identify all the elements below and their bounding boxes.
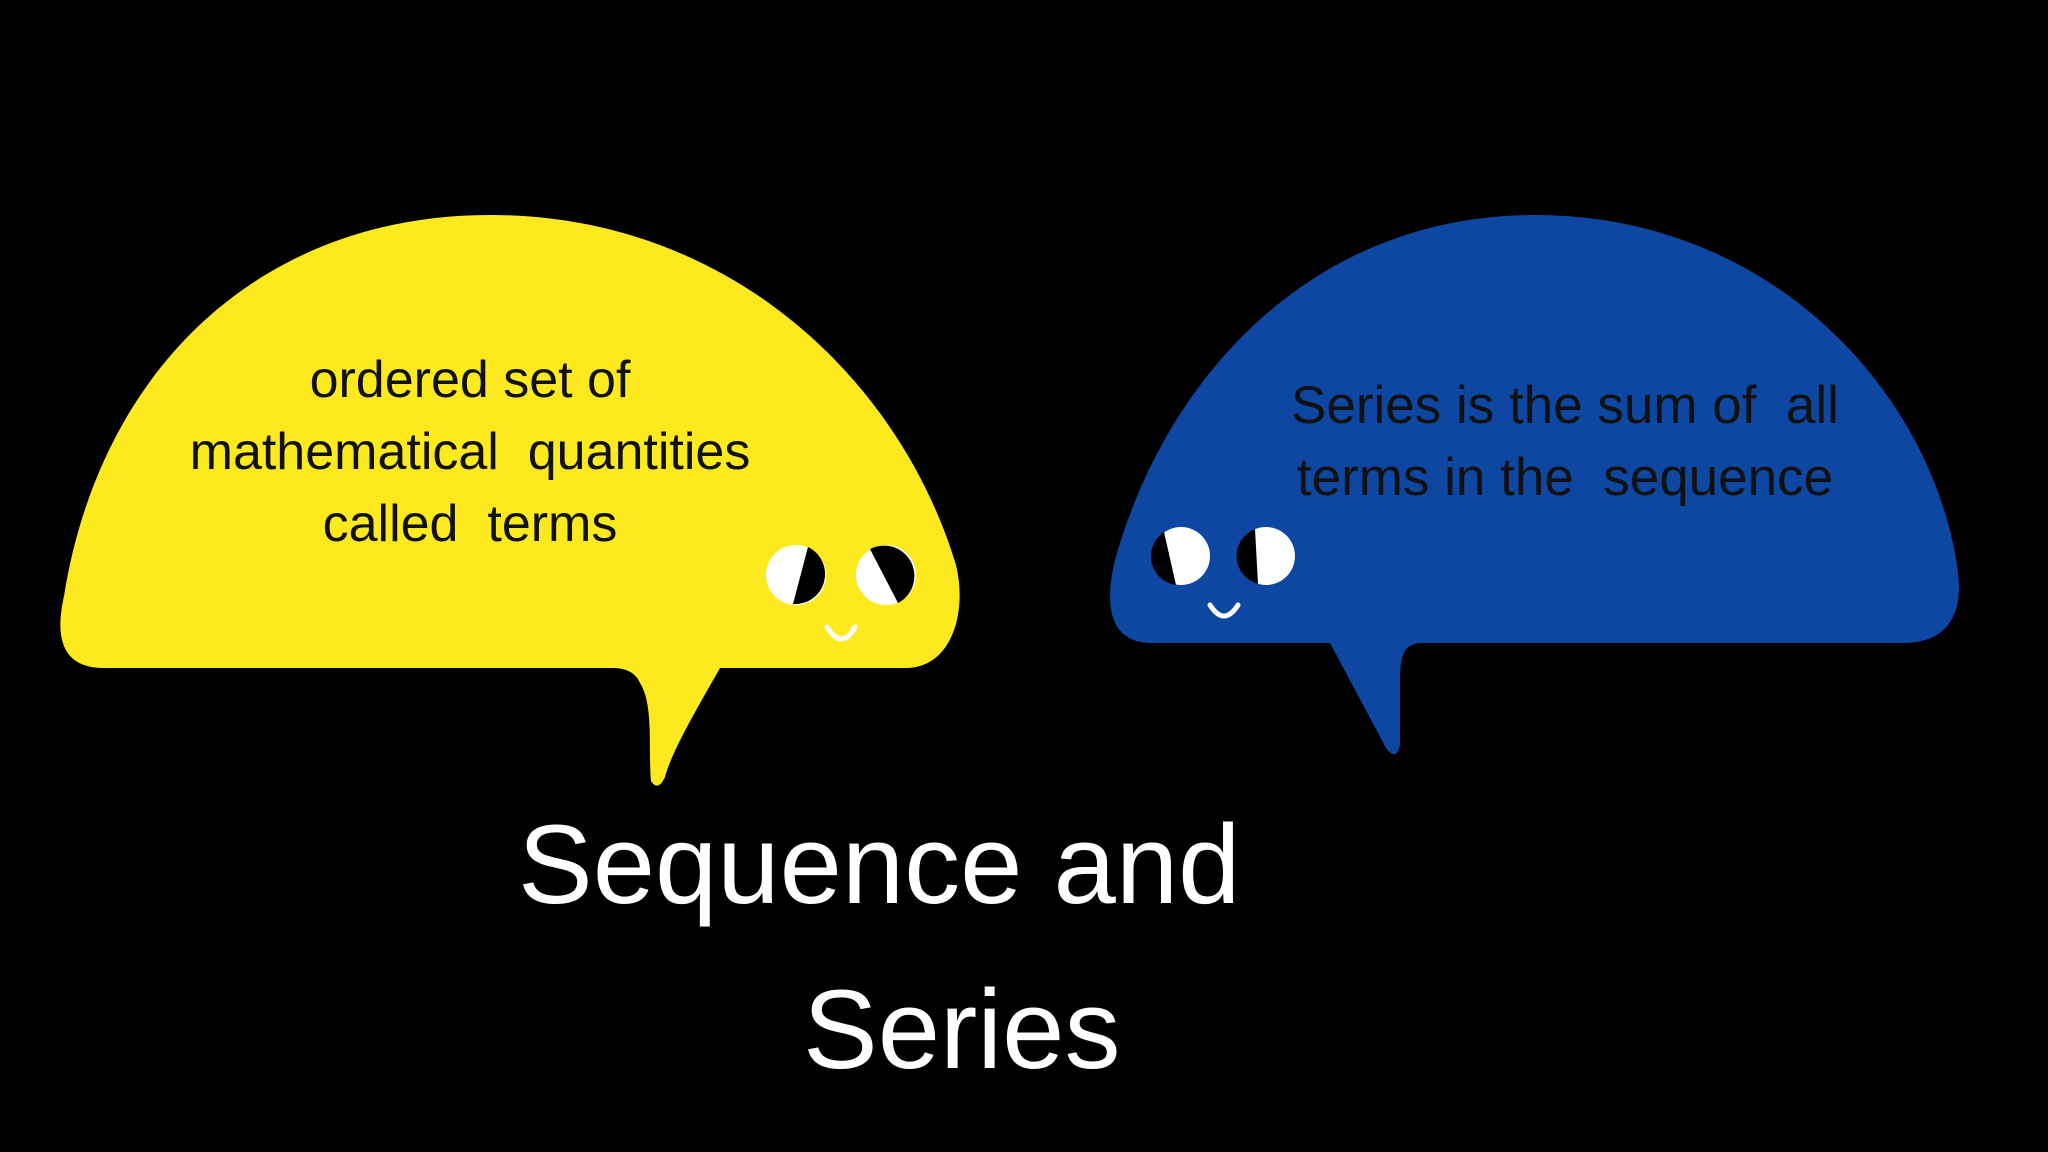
sequence-line-3: called terms: [322, 495, 618, 553]
series-definition-text: Series is the sum of all terms in the se…: [1245, 370, 1885, 514]
series-speech-bubble: [1110, 215, 1959, 755]
title-line-1: Sequence and: [518, 802, 1241, 927]
left-eye-icon: [1150, 527, 1210, 585]
left-eye-icon: [766, 545, 826, 605]
series-line-1: Series is the sum of all: [1291, 376, 1839, 435]
sequence-line-2: mathematical quantities: [189, 423, 751, 481]
series-bubble-shape: [1110, 215, 1959, 755]
right-eye-icon: [1236, 527, 1295, 585]
right-eye-icon: [856, 545, 916, 605]
sequence-bubble-shape: [60, 215, 960, 786]
sequence-line-1: ordered set of: [309, 351, 631, 409]
series-line-2: terms in the sequence: [1296, 448, 1834, 507]
series-face: [1150, 527, 1295, 619]
sequence-definition-text: ordered set of mathematical quantities c…: [130, 344, 810, 560]
sequence-speech-bubble: [60, 215, 960, 786]
sequence-face: [766, 545, 916, 642]
title-line-2: Series: [803, 967, 1121, 1092]
smile-icon: [1207, 602, 1241, 619]
smile-icon: [824, 624, 858, 642]
